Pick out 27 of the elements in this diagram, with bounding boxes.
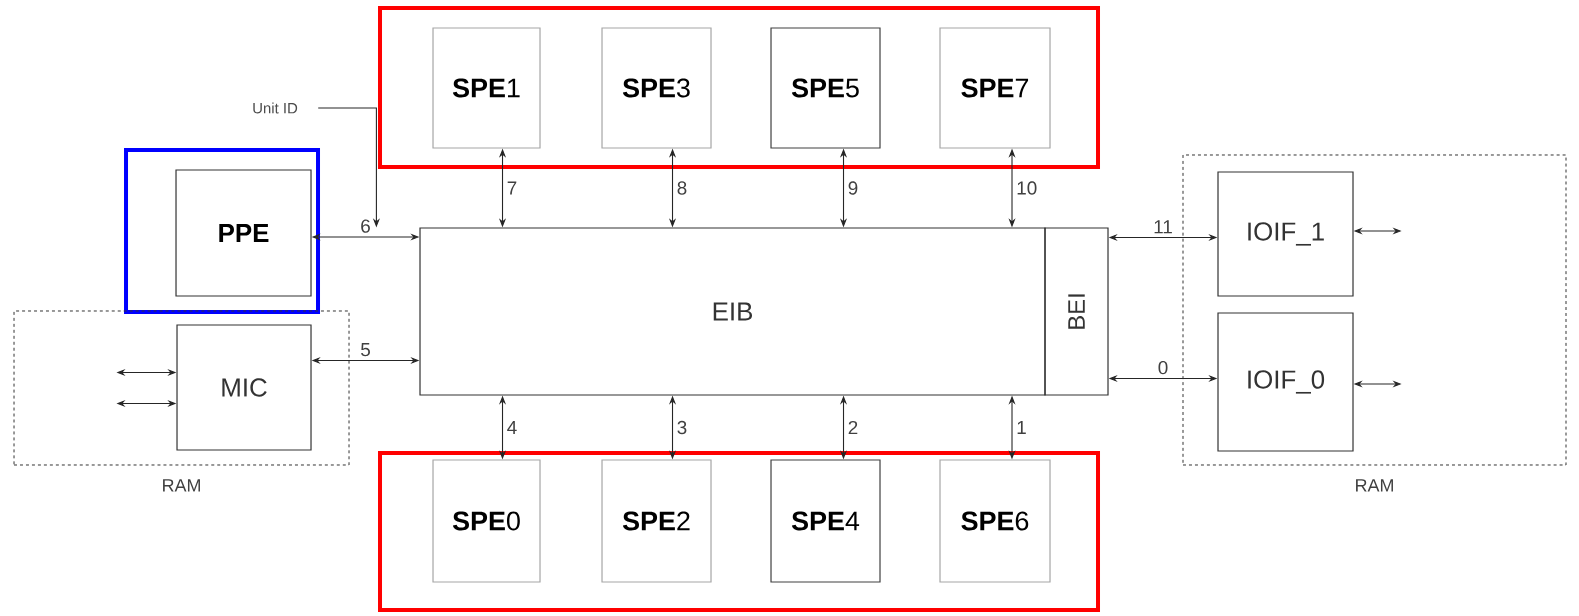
processor-box: SPE5 (770, 27, 881, 149)
processor-box: SPE1 (432, 27, 541, 149)
edge-label: 4 (505, 420, 519, 435)
edge-label: 1 (1015, 420, 1028, 435)
processor-box: PPE (175, 169, 312, 297)
processor-box: SPE0 (432, 459, 541, 583)
unit-id-label: Unit ID (253, 102, 298, 114)
block-box: BEI (1044, 227, 1109, 396)
edge-label: 0 (1156, 359, 1170, 376)
block-box: IOIF_0 (1217, 312, 1354, 452)
edge-label: 3 (675, 419, 689, 436)
processor-box: SPE6 (939, 459, 1051, 583)
block-box: MIC (176, 324, 312, 451)
block-box: IOIF_1 (1217, 171, 1354, 297)
edge-label: 10 (1015, 180, 1039, 196)
block-box: EIB (419, 227, 1046, 396)
processor-box: SPE4 (770, 459, 881, 583)
edge-label: 8 (675, 180, 689, 196)
edge-label: 9 (846, 180, 860, 196)
edge-label: 7 (505, 180, 519, 196)
edge-label: 5 (359, 342, 372, 358)
processor-box: SPE2 (601, 459, 712, 583)
edge-label: 6 (359, 218, 372, 234)
processor-box: SPE3 (601, 27, 712, 149)
edge-label: 2 (846, 419, 860, 436)
edge-label: 11 (1152, 219, 1174, 235)
processor-box: SPE7 (939, 27, 1051, 149)
